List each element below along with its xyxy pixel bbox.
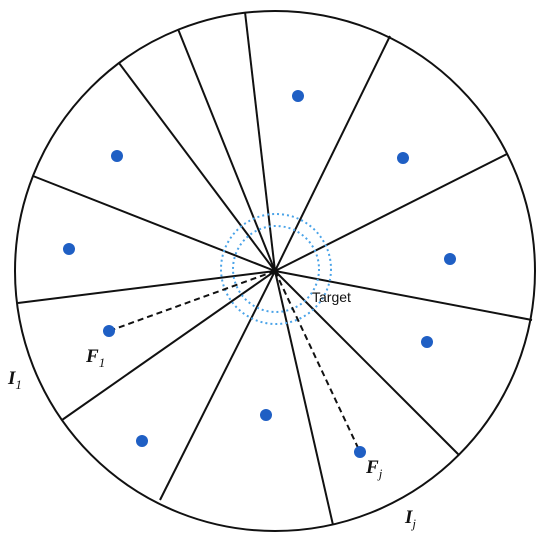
sector-dividers xyxy=(17,11,533,526)
fj-label-main: F xyxy=(365,457,379,478)
target-rings xyxy=(220,213,332,325)
ij-label: Ij xyxy=(404,507,416,531)
f1-label-main: F xyxy=(85,346,99,367)
sector-point xyxy=(63,243,75,255)
ij-label-sub: j xyxy=(410,516,416,531)
i1-label: I1 xyxy=(7,368,22,392)
divider-line xyxy=(244,11,276,272)
divider-line xyxy=(118,62,276,272)
sector-point xyxy=(421,336,433,348)
target-ring-inner xyxy=(232,225,320,313)
divider-line xyxy=(274,153,508,272)
divider-line xyxy=(274,35,391,272)
divider-line xyxy=(17,270,276,304)
target-ring-outer xyxy=(220,213,332,325)
fj-label-sub: j xyxy=(377,466,383,481)
target-center-point xyxy=(271,267,279,275)
divider-line xyxy=(177,28,276,272)
sector-point xyxy=(397,152,409,164)
ij-label-main: I xyxy=(404,507,413,528)
fj-label: Fj xyxy=(365,457,383,481)
sector-point-fj xyxy=(354,446,366,458)
f1-label: F1 xyxy=(85,346,105,370)
sector-point-f1 xyxy=(103,325,115,337)
f1-label-sub: 1 xyxy=(99,355,106,370)
sector-point xyxy=(260,409,272,421)
sector-point xyxy=(444,253,456,265)
target-label: Target xyxy=(312,289,351,305)
i1-label-sub: 1 xyxy=(15,377,22,392)
divider-line xyxy=(61,270,276,421)
sector-point xyxy=(136,435,148,447)
i1-label-main: I xyxy=(7,368,16,389)
divider-line xyxy=(32,175,276,272)
sector-point xyxy=(292,90,304,102)
divider-line xyxy=(274,270,460,456)
divider-line xyxy=(159,270,276,501)
outer-circle xyxy=(14,10,536,532)
connector-lines xyxy=(108,270,361,453)
divider-line xyxy=(274,270,334,526)
sector-point xyxy=(111,150,123,162)
fj-connector xyxy=(274,270,361,453)
sector-points xyxy=(63,90,456,458)
